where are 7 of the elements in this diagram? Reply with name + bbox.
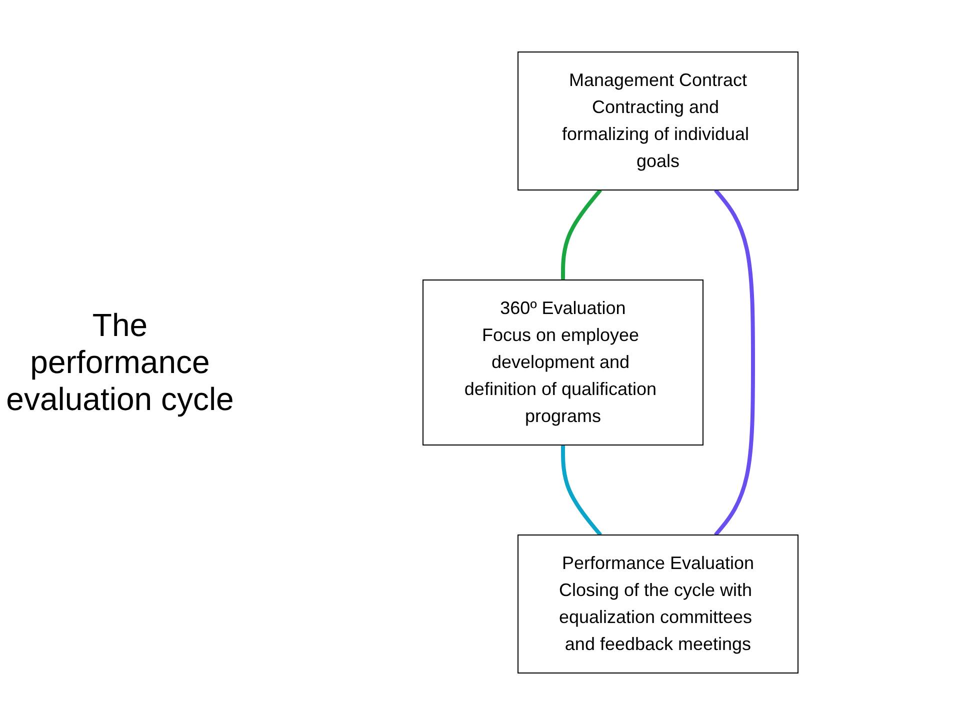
connector [713,188,754,536]
center-caption: The performance evaluation cycle [5,306,235,418]
connector [560,444,602,536]
node-box: 360º Evaluation Focus on employee development and definition of qualification programs [422,279,703,445]
node-box: Management Contract Contracting and formalizing of individual goals [517,51,798,190]
node-box: Performance Evaluation Closing of the cycle with equalization committees and feedback meetings [517,534,798,673]
connector [560,188,602,280]
